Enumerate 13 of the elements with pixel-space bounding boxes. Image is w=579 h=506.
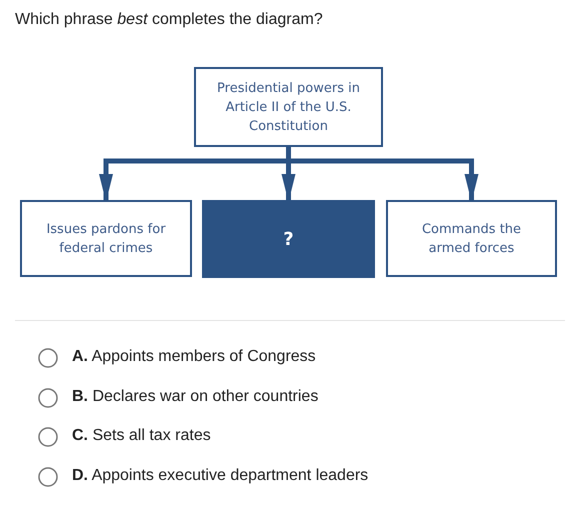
text-box bbox=[194, 67, 383, 147]
question-text: Which phrase best completes the diagram? bbox=[15, 11, 323, 29]
text-box bbox=[20, 200, 192, 277]
answer-option: B. Declares war on other countries bbox=[72, 388, 318, 406]
box-text: Issues pardons for federal crimes bbox=[45, 220, 167, 258]
box-text: Presidential powers in Article II of the U.S. Constitution bbox=[216, 80, 361, 136]
text-box bbox=[386, 200, 557, 277]
answer-option: A. Appoints members of Congress bbox=[72, 348, 316, 366]
answer-box bbox=[202, 200, 375, 278]
box-text: Commands the armed forces bbox=[420, 220, 522, 258]
answer-option: D. Appoints executive department leaders bbox=[72, 467, 368, 485]
placeholder-text: ? bbox=[283, 230, 294, 248]
answer-option: C. Sets all tax rates bbox=[72, 427, 211, 445]
